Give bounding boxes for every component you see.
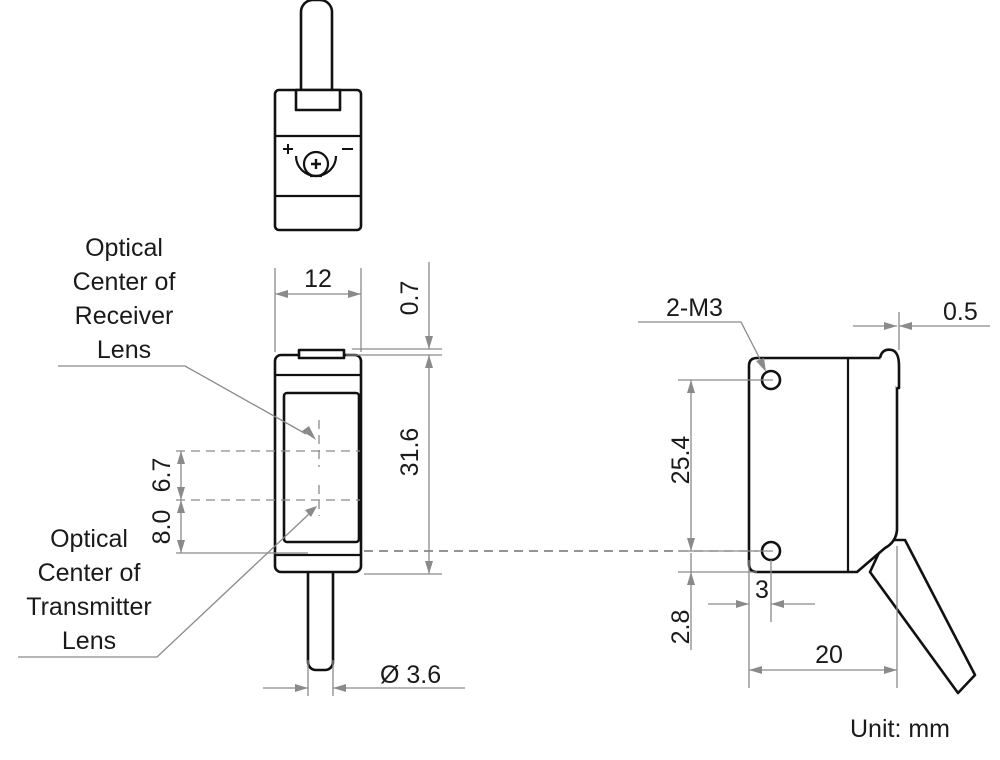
lens-window bbox=[282, 391, 361, 544]
front-cable bbox=[306, 564, 335, 672]
dim-receiver-offset: 6.7 bbox=[148, 458, 176, 493]
top-cable bbox=[299, 0, 334, 102]
receiver-label: Optical Center of Receiver Lens bbox=[73, 234, 176, 364]
dim-hole-bottom: 2.8 bbox=[667, 610, 695, 645]
top-view bbox=[273, 0, 363, 232]
svg-text:Optical: Optical bbox=[50, 525, 128, 553]
dim-transmitter-offset: 8.0 bbox=[148, 510, 176, 545]
svg-text:Receiver: Receiver bbox=[75, 302, 174, 330]
adjustment-knob-icon bbox=[294, 150, 338, 178]
transmitter-leader bbox=[18, 513, 310, 658]
receiver-leader bbox=[58, 365, 307, 435]
dimension-lines bbox=[176, 262, 990, 696]
svg-text:Lens: Lens bbox=[97, 336, 151, 364]
unit-label: Unit: mm bbox=[850, 715, 950, 743]
mount-label: 2-M3 bbox=[666, 294, 723, 322]
plus-symbol-icon bbox=[283, 144, 293, 154]
svg-text:Center of: Center of bbox=[73, 268, 176, 296]
dim-hole-pitch: 25.4 bbox=[667, 436, 695, 485]
svg-text:Transmitter: Transmitter bbox=[26, 593, 151, 621]
side-flange bbox=[878, 348, 901, 390]
mount-leader bbox=[638, 321, 763, 364]
dim-flange: 0.5 bbox=[943, 298, 978, 326]
dim-cable-diameter: Ø 3.6 bbox=[380, 661, 441, 689]
svg-text:Lens: Lens bbox=[62, 627, 116, 655]
dim-width: 12 bbox=[304, 265, 332, 293]
dim-hole-edge: 3 bbox=[755, 576, 769, 604]
transmitter-label: Optical Center of Transmitter Lens bbox=[26, 525, 151, 655]
dim-top-gap: 0.7 bbox=[396, 281, 424, 316]
dim-height: 31.6 bbox=[396, 428, 424, 477]
leader-lines bbox=[18, 321, 766, 658]
svg-text:Center of: Center of bbox=[38, 559, 141, 587]
top-connector-tab bbox=[294, 88, 342, 112]
front-top-tab bbox=[297, 348, 346, 360]
side-view bbox=[747, 348, 977, 695]
dim-depth: 20 bbox=[815, 641, 843, 669]
svg-text:Optical: Optical bbox=[85, 234, 163, 262]
front-view bbox=[176, 348, 363, 672]
side-cable bbox=[868, 538, 977, 695]
